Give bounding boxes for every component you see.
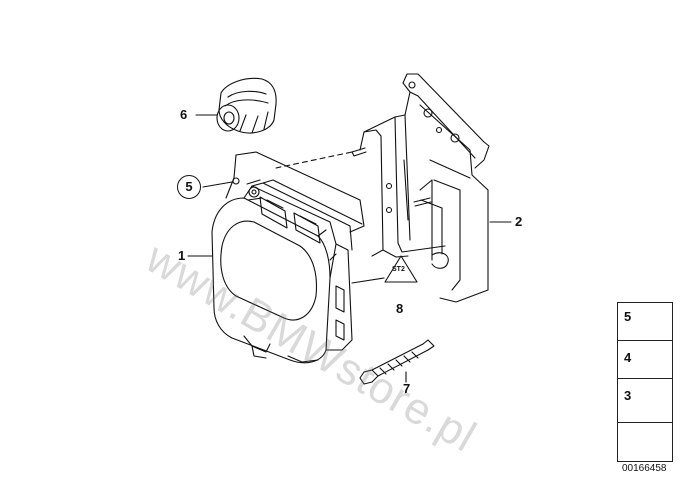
rubber-cap-part-6 [195,77,277,134]
document-number: 00166458 [622,463,667,474]
warning-label-text: ST2 [392,266,405,273]
long-bolt-part-7 [359,339,435,385]
callout-part-7: 7 [403,381,411,396]
legend-number: 5 [624,309,632,324]
callout-part-2: 2 [515,214,523,229]
legend-number: 3 [624,388,632,403]
callout-part-1: 1 [178,248,186,263]
legend-cell-self-tapping-screw: 3 [618,379,672,423]
fastener-legend-panel: 5 4 3 [617,302,673,462]
warning-label-part-8 [351,255,418,284]
control-unit-part-1 [187,151,365,364]
legend-cell-nut: 5 [618,303,672,341]
callout-part-8: 8 [396,301,404,316]
legend-number: 4 [624,350,632,365]
stud-bolt [351,147,432,207]
legend-cell-screw: 4 [618,341,672,379]
bracket-part-2 [359,73,512,303]
callout-part-5-circled: 5 [177,175,201,199]
callout-part-6: 6 [180,107,188,122]
